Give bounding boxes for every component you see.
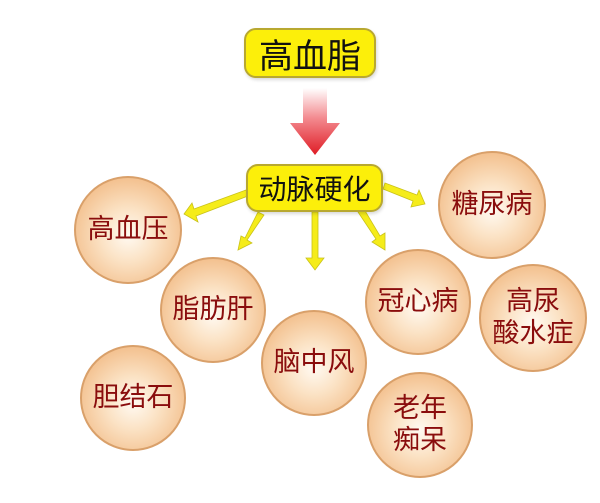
disease-circle-gallstones: 胆结石 — [80, 345, 186, 451]
disease-label: 脑中风 — [273, 346, 355, 378]
arrow-to-chd-icon — [357, 208, 386, 251]
red-down-arrow-icon — [290, 88, 340, 155]
disease-label: 胆结石 — [92, 381, 174, 413]
disease-label: 糖尿病 — [451, 188, 533, 220]
disease-circle-hypertension: 高血压 — [74, 176, 182, 284]
disease-circle-dementia: 老年 痴呆 — [367, 372, 473, 478]
intermediate-box-atherosclerosis: 动脉硬化 — [246, 164, 383, 212]
disease-circle-fatty-liver: 脂肪肝 — [160, 257, 266, 363]
intermediate-label: 动脉硬化 — [258, 173, 371, 206]
arrow-to-stroke-icon — [305, 211, 325, 271]
yellow-arrows — [183, 182, 426, 271]
disease-label-line1: 高尿 — [506, 285, 560, 317]
arrow-to-hypertension-icon — [183, 189, 249, 223]
disease-label: 脂肪肝 — [172, 293, 254, 325]
disease-circle-hyperuricemia: 高尿 酸水症 — [479, 264, 587, 372]
disease-label-line2: 痴呆 — [393, 425, 447, 456]
arrow-to-diabetes-icon — [382, 182, 426, 208]
root-box-hyperlipidemia: 高血脂 — [244, 28, 376, 78]
disease-circle-diabetes: 糖尿病 — [438, 151, 546, 259]
disease-circle-stroke: 脑中风 — [261, 310, 367, 416]
disease-label-line2: 酸水症 — [492, 318, 574, 349]
disease-label: 高血压 — [87, 213, 169, 245]
disease-label-line1: 老年 — [393, 392, 447, 424]
arrow-to-fatty-liver-icon — [237, 211, 265, 251]
disease-label: 冠心病 — [377, 285, 459, 317]
root-label: 高血脂 — [259, 36, 361, 77]
disease-circle-coronary-heart-disease: 冠心病 — [365, 249, 471, 355]
